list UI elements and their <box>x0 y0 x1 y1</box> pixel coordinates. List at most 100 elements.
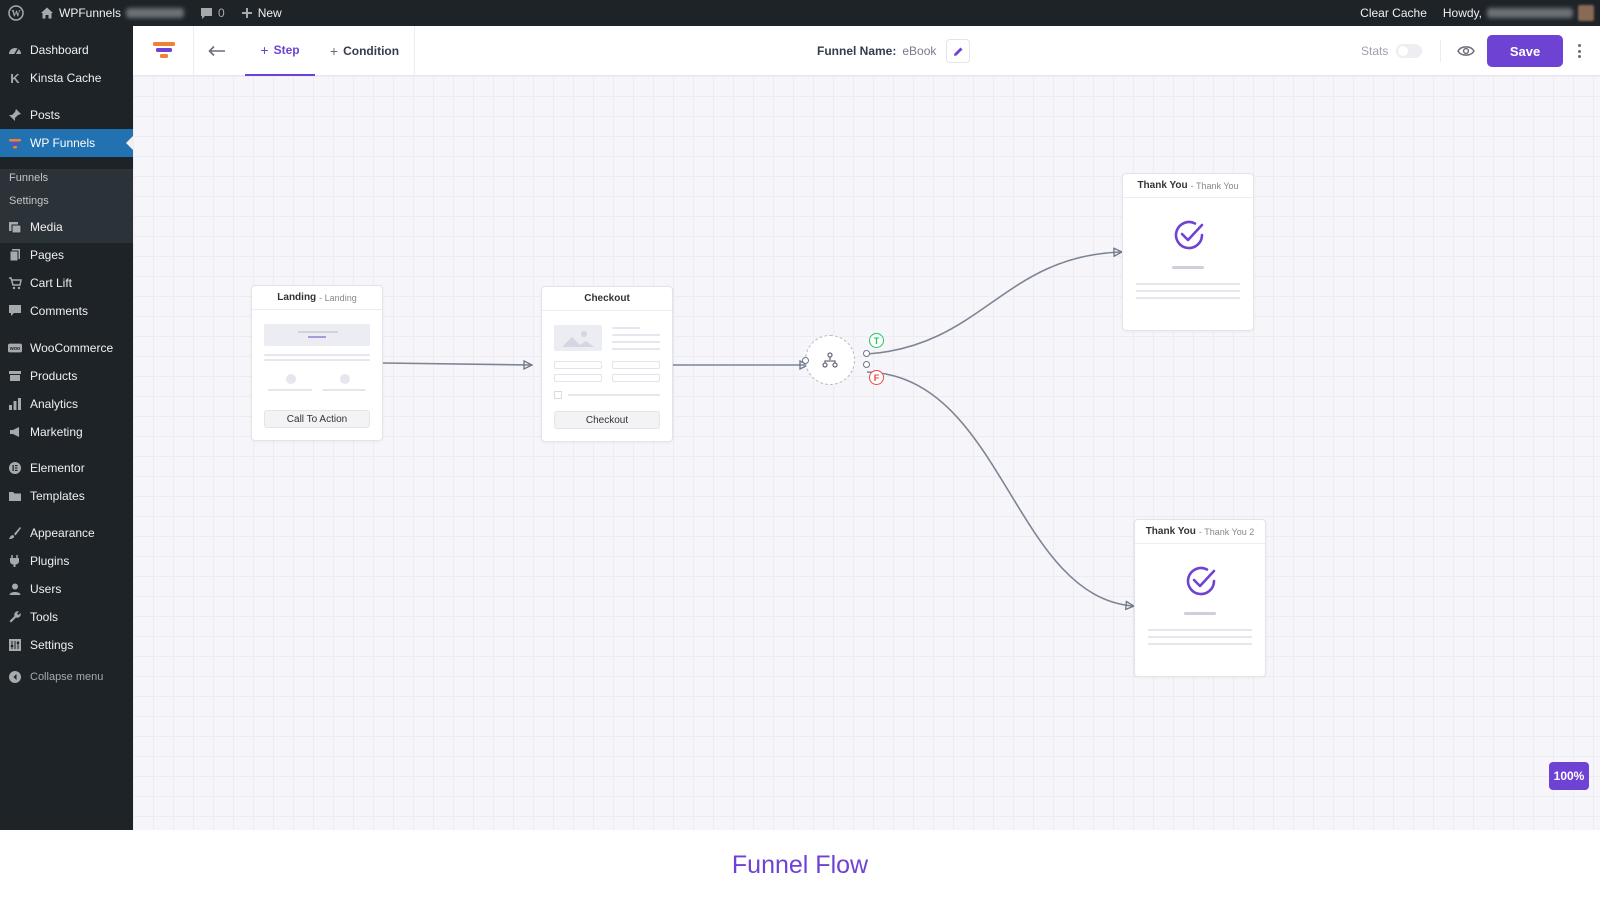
condition-true-badge: T <box>869 333 884 348</box>
save-button[interactable]: Save <box>1487 35 1563 67</box>
pages-icon <box>8 248 22 262</box>
condition-false-badge: F <box>869 370 884 385</box>
new-content-link[interactable]: New <box>233 0 290 26</box>
sidebar-item-label: Products <box>30 369 78 383</box>
elementor-icon <box>8 461 22 475</box>
sidebar-item-users[interactable]: Users <box>0 575 133 603</box>
tab-step[interactable]: + Step <box>245 26 315 76</box>
plus-icon <box>241 8 252 18</box>
kebab-icon <box>1577 44 1581 47</box>
sidebar-item-analytics[interactable]: Analytics <box>0 390 133 418</box>
wp-logo-button[interactable]: W <box>0 0 32 26</box>
more-options-button[interactable] <box>1573 40 1585 62</box>
collapse-menu-button[interactable]: Collapse menu <box>0 663 133 691</box>
step-node-landing[interactable]: Landing - Landing Call To Action <box>251 285 383 441</box>
sidebar-item-appearance[interactable]: Appearance <box>0 519 133 547</box>
tab-condition[interactable]: + Condition <box>315 26 415 76</box>
sidebar-item-label: Kinsta Cache <box>30 71 102 85</box>
funnel-canvas[interactable]: Landing - Landing Call To Action Checkou… <box>133 76 1600 830</box>
sidebar-item-woocommerce[interactable]: woo WooCommerce <box>0 334 133 362</box>
conditional-node[interactable] <box>805 335 855 385</box>
call-to-action-button[interactable]: Call To Action <box>264 410 370 428</box>
megaphone-icon <box>8 425 22 439</box>
sidebar-item-templates[interactable]: Templates <box>0 482 133 510</box>
condition-input-handle[interactable] <box>802 357 809 364</box>
site-name-link[interactable]: WPFunnels <box>32 0 192 26</box>
sidebar-item-label: Tools <box>30 610 59 624</box>
sidebar-item-plugins[interactable]: Plugins <box>0 547 133 575</box>
pencil-icon <box>953 47 963 56</box>
sidebar-item-settings[interactable]: Settings <box>0 631 133 659</box>
check-circle-icon <box>1174 220 1204 250</box>
kinsta-icon: K <box>10 70 20 86</box>
sidebar-item-pages[interactable]: Pages <box>0 241 133 269</box>
back-button[interactable] <box>205 41 229 61</box>
my-account-link[interactable]: Howdy, <box>1435 0 1600 26</box>
step-node-thank-you[interactable]: Thank You - Thank You <box>1122 173 1254 331</box>
condition-true-handle[interactable] <box>863 350 870 357</box>
howdy-label: Howdy, <box>1442 6 1482 20</box>
sidebar-item-label: Cart Lift <box>30 276 73 290</box>
zoom-level-button[interactable]: 100% <box>1549 762 1589 790</box>
wrench-icon <box>8 610 22 624</box>
clear-cache-link[interactable]: Clear Cache <box>1352 0 1435 26</box>
svg-text:woo: woo <box>9 346 21 352</box>
condition-false-handle[interactable] <box>863 361 870 368</box>
edge-false-thankyou2 <box>866 371 1133 606</box>
comment-icon <box>201 7 213 19</box>
sidebar-item-products[interactable]: Products <box>0 362 133 390</box>
sidebar-item-elementor[interactable]: Elementor <box>0 454 133 482</box>
edge-true-thankyou <box>866 252 1121 355</box>
comments-link[interactable]: 0 <box>192 0 233 26</box>
archive-icon <box>8 369 22 383</box>
form-field-placeholder <box>554 361 602 369</box>
node-title: Thank You <box>1145 526 1196 537</box>
admin-sidebar: Dashboard K Kinsta Cache Posts WP Funnel… <box>0 26 133 830</box>
submenu-item-settings[interactable]: Settings <box>9 195 49 207</box>
woocommerce-icon: woo <box>8 341 22 355</box>
sidebar-item-media[interactable]: Media <box>0 213 133 241</box>
collapse-icon <box>8 670 22 684</box>
stats-toggle[interactable] <box>1396 44 1423 58</box>
connection-edges <box>382 76 1600 830</box>
sidebar-item-label: Settings <box>30 638 74 652</box>
image-placeholder-icon <box>554 325 602 351</box>
sidebar-item-tools[interactable]: Tools <box>0 603 133 631</box>
sidebar-item-posts[interactable]: Posts <box>0 101 133 129</box>
step-node-checkout[interactable]: Checkout Checkout <box>541 286 673 442</box>
svg-text:W: W <box>12 9 21 19</box>
submenu-item-funnels[interactable]: Funnels <box>9 172 49 184</box>
preview-button[interactable] <box>1455 41 1477 61</box>
true-label: T <box>873 335 880 346</box>
pin-icon <box>8 108 22 122</box>
node-title: Thank You <box>1137 180 1188 191</box>
sidebar-item-wp-funnels[interactable]: WP Funnels <box>0 129 133 157</box>
user-icon <box>8 582 22 596</box>
admin-bar: W WPFunnels 0 New Clear Cache Howdy, <box>0 0 1600 26</box>
sidebar-item-dashboard[interactable]: Dashboard <box>0 36 133 64</box>
landing-thumbnail <box>264 324 370 346</box>
edit-name-button[interactable] <box>946 39 971 63</box>
sidebar-item-label: WP Funnels <box>30 136 96 150</box>
sidebar-item-marketing[interactable]: Marketing <box>0 418 133 446</box>
node-subtitle: - Thank You <box>1190 180 1239 191</box>
sidebar-item-label: Collapse menu <box>30 671 104 683</box>
bar-chart-icon <box>8 397 22 411</box>
folder-icon <box>8 489 22 503</box>
sidebar-item-comments[interactable]: Comments <box>0 297 133 325</box>
sidebar-item-cart-lift[interactable]: Cart Lift <box>0 269 133 297</box>
sidebar-item-kinsta-cache[interactable]: K Kinsta Cache <box>0 64 133 92</box>
stats-toggle-group: Stats <box>1361 41 1423 61</box>
sidebar-item-label: Elementor <box>30 461 85 475</box>
step-node-thank-you-2[interactable]: Thank You - Thank You 2 <box>1134 519 1266 677</box>
clear-cache-label: Clear Cache <box>1360 6 1427 20</box>
comments-count: 0 <box>218 6 225 20</box>
caption-footer: Funnel Flow <box>0 830 1600 900</box>
node-title: Checkout <box>584 293 630 304</box>
username-blurred <box>1487 8 1573 18</box>
checkout-button[interactable]: Checkout <box>554 411 660 429</box>
checkbox-placeholder <box>554 391 562 399</box>
media-icon <box>8 220 22 234</box>
paintbrush-icon <box>8 526 22 540</box>
form-field-placeholder <box>612 361 660 369</box>
